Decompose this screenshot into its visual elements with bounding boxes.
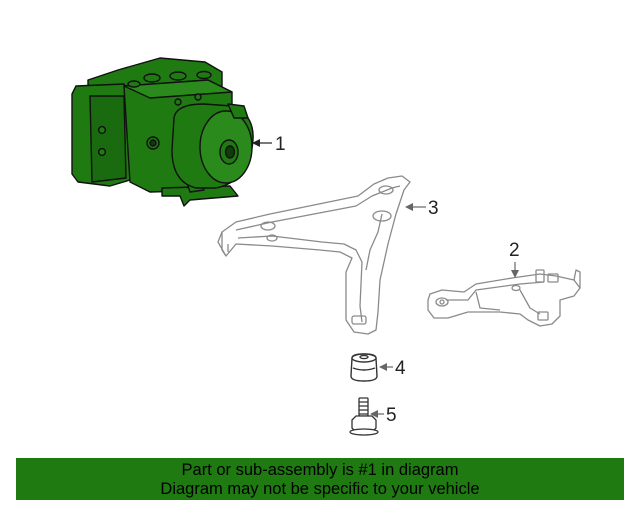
callout-4: 4 — [395, 358, 406, 379]
callout-2: 2 — [509, 240, 520, 261]
callout-3: 3 — [428, 198, 439, 219]
banner-line-disclaimer: Diagram may not be specific to your vehi… — [160, 480, 480, 498]
insulator[interactable] — [350, 353, 378, 382]
callout-1: 1 — [275, 134, 286, 155]
bolt[interactable] — [349, 397, 379, 436]
abs-modulator-unit[interactable] — [71, 57, 254, 207]
info-banner: Part or sub-assembly is #1 in diagram Di… — [16, 458, 624, 500]
mounting-bracket[interactable] — [217, 175, 411, 335]
banner-line-part-info: Part or sub-assembly is #1 in diagram — [181, 461, 459, 479]
bracket[interactable] — [427, 269, 581, 327]
callout-leaders — [252, 139, 519, 418]
parts-diagram: 1 2 3 4 5 — [71, 57, 581, 436]
callout-5: 5 — [386, 405, 397, 426]
